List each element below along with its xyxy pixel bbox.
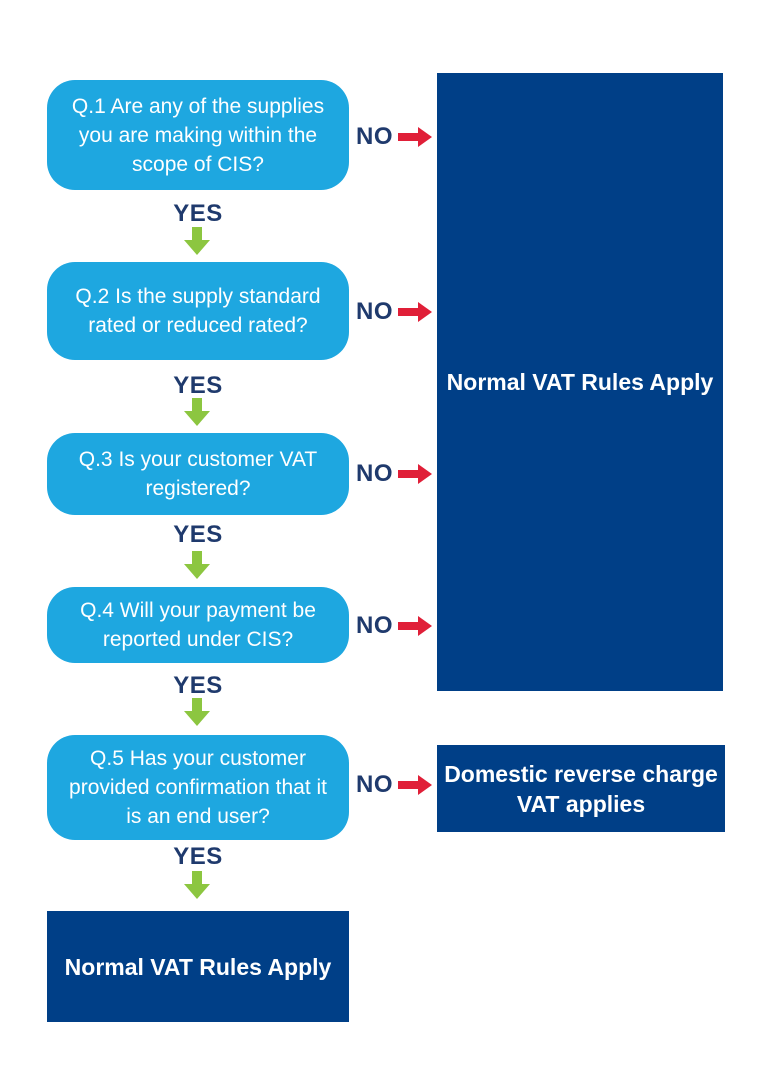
question-box-1: Q.1 Are any of the supplies you are maki…: [47, 80, 349, 190]
no-connector-5: NO: [356, 773, 432, 797]
no-arrow-icon: [398, 775, 432, 795]
no-label: NO: [356, 771, 393, 798]
yes-label-1: YES: [173, 200, 223, 227]
yes-arrow-icon: [184, 871, 210, 899]
question-box-4: Q.4 Will your payment be reported under …: [47, 587, 349, 663]
question-box-5: Q.5 Has your customer provided confirmat…: [47, 735, 349, 840]
no-arrow-icon: [398, 464, 432, 484]
no-arrow-icon: [398, 127, 432, 147]
yes-label-5: YES: [173, 843, 223, 870]
yes-arrow-icon: [184, 551, 210, 579]
no-label: NO: [356, 123, 393, 150]
question-box-3: Q.3 Is your customer VAT registered?: [47, 433, 349, 515]
no-connector-2: NO: [356, 300, 432, 324]
outcome-normal-vat-bottom: Normal VAT Rules Apply: [47, 911, 349, 1022]
no-connector-4: NO: [356, 614, 432, 638]
outcome-normal-vat-right: Normal VAT Rules Apply: [437, 73, 723, 691]
question-box-2: Q.2 Is the supply standard rated or redu…: [47, 262, 349, 360]
yes-arrow-icon: [184, 398, 210, 426]
no-label: NO: [356, 298, 393, 325]
no-arrow-icon: [398, 616, 432, 636]
outcome-domestic-reverse-charge: Domestic reverse charge VAT applies: [437, 745, 725, 832]
yes-arrow-icon: [184, 227, 210, 255]
yes-label-3: YES: [173, 521, 223, 548]
yes-label-2: YES: [173, 372, 223, 399]
no-connector-1: NO: [356, 125, 432, 149]
no-label: NO: [356, 612, 393, 639]
no-arrow-icon: [398, 302, 432, 322]
no-connector-3: NO: [356, 462, 432, 486]
yes-label-4: YES: [173, 672, 223, 699]
yes-arrow-icon: [184, 698, 210, 726]
no-label: NO: [356, 460, 393, 487]
